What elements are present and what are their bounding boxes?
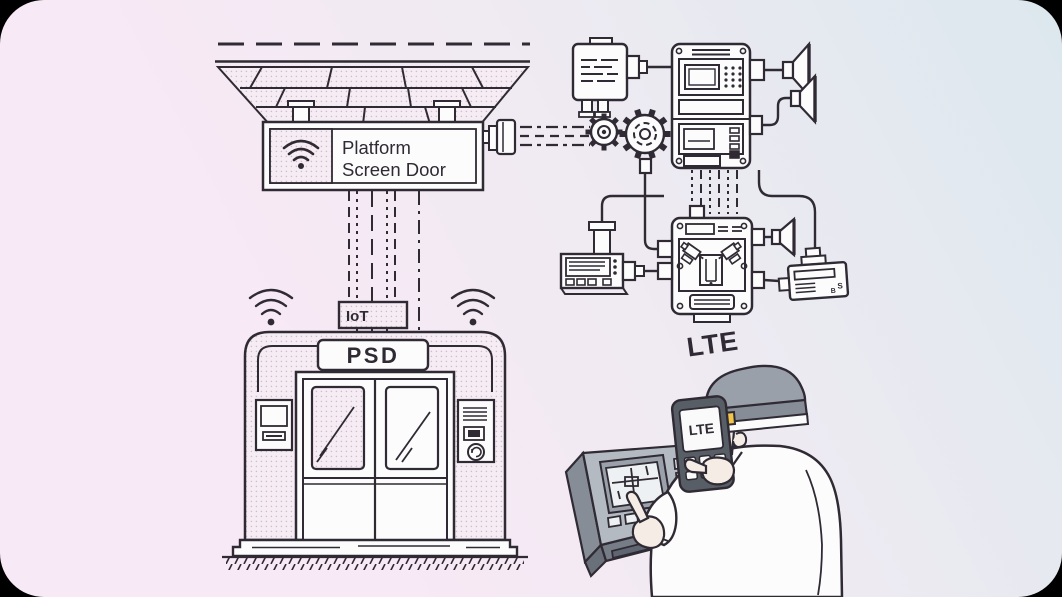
door-sensor-left: [679, 241, 704, 265]
screws: [675, 47, 747, 165]
sign-to-iot-cables: [348, 191, 420, 333]
iot-box: IoT: [337, 300, 409, 330]
wifi-icon-left: [248, 288, 294, 326]
screws: [676, 222, 748, 310]
wifi-icon-right: [450, 288, 496, 326]
door-glass-right: [384, 385, 440, 471]
radio-label-s: S: [837, 281, 844, 290]
meter-device: [559, 221, 645, 295]
radio-label-b: B: [831, 288, 837, 295]
platform-ground: [222, 555, 528, 570]
sleeve-seam: [805, 469, 823, 596]
console-button: [607, 514, 622, 529]
radio-device: B S: [777, 246, 850, 301]
sign-post: [292, 106, 310, 124]
psd-door-unit: PSD: [222, 330, 528, 570]
gear-icon-small: [585, 113, 623, 151]
right-index-finger: [683, 458, 708, 475]
lte-heading: LTE: [685, 326, 741, 363]
machine-wires: [600, 68, 817, 283]
iot-label: IoT: [346, 308, 369, 325]
ear: [732, 431, 748, 449]
controller-screen-2: [683, 128, 715, 150]
sign-title-line2: Screen Door: [342, 159, 446, 180]
station-ceiling: [215, 42, 531, 126]
sign-cable-connector: [482, 118, 590, 156]
label-lines: [581, 59, 618, 82]
door-control-box: [656, 204, 766, 323]
sign-title-line1: Platform: [342, 137, 411, 158]
left-hand: [631, 515, 666, 550]
door-icon: [699, 254, 723, 286]
psd-sign: Platform Screen Door: [261, 100, 485, 192]
power-supply-box: [571, 37, 672, 118]
sign-post: [438, 106, 456, 124]
main-controller: [670, 42, 766, 170]
handheld-screen: [678, 405, 725, 453]
right-hand: [683, 456, 736, 486]
handheld-screen-label: LTE: [688, 420, 715, 439]
psd-plate-label: PSD: [347, 343, 400, 368]
wireless-dashed-link: [520, 125, 590, 147]
horn-speaker-icon-3: [770, 216, 796, 258]
psd-base: [231, 538, 519, 558]
keypad-dots: [724, 66, 742, 88]
console-vent-slot: [610, 540, 651, 560]
intercom-panel: [254, 398, 294, 452]
left-index-finger: [625, 490, 650, 524]
wifi-icon: [282, 139, 320, 169]
dial-icon: [467, 443, 485, 461]
gear-icon-large: [619, 108, 671, 175]
control-panel-right: [456, 398, 496, 464]
horn-speaker-icon-2: [789, 73, 817, 125]
